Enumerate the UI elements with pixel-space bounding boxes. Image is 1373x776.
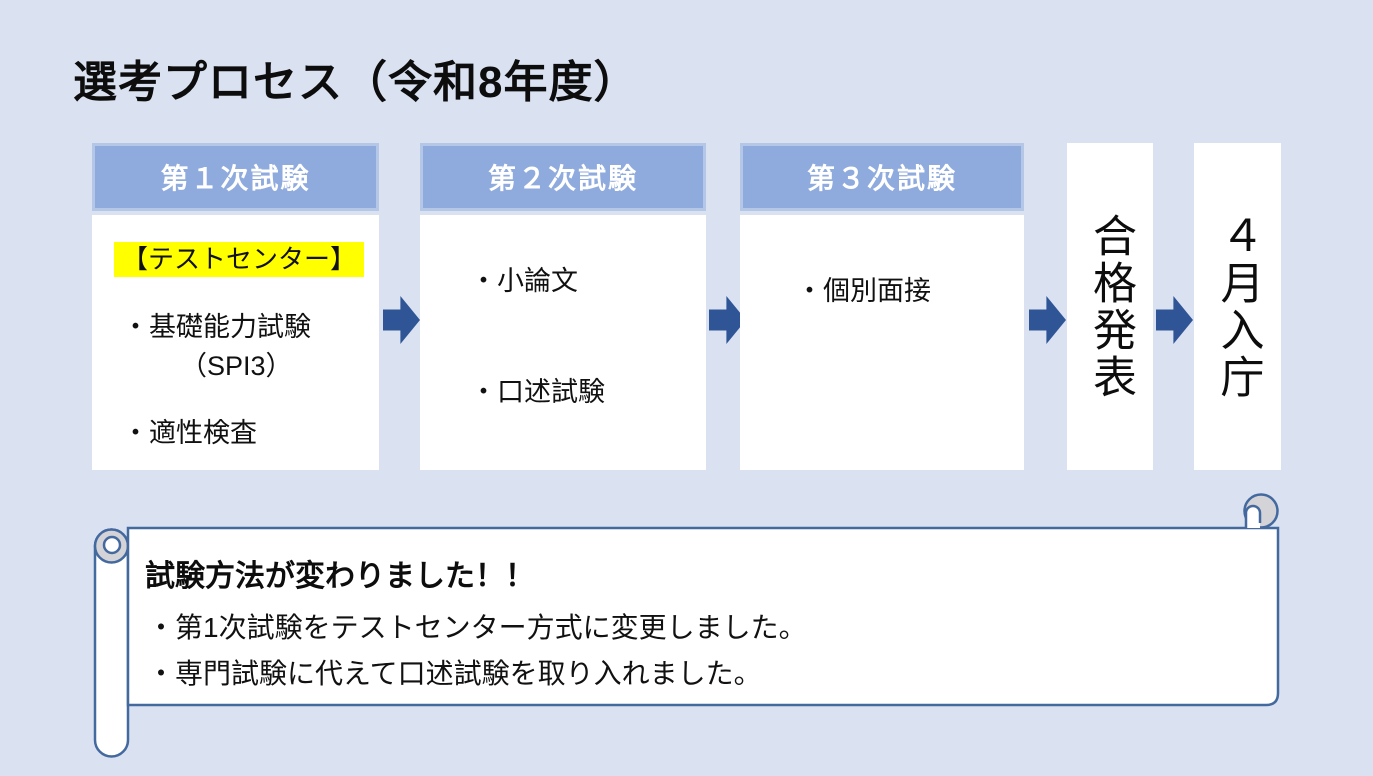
note-title: 試験方法が変わりました！！ [145,560,535,593]
stage-item: 【テストセンター】 [114,239,365,277]
terminal-label: ４月入庁 [1213,212,1263,401]
terminal-box-april-entry: ４月入庁 [1194,143,1281,470]
note-bullet: ・専門試験に代えて口述試験を取り入れました。 [147,658,762,689]
page-title: 選考プロセス（令和8年度） [73,58,639,107]
stage-header-first-exam: 第１次試験 [92,143,379,211]
highlighted-label-test-center: 【テストセンター】 [114,242,365,277]
stage-body-second-exam: ・小論文 ・口述試験 [420,215,706,470]
stage-item: ・小論文 [470,266,578,296]
stage-item: （SPI3） [180,351,293,381]
stage-body-first-exam: 【テストセンター】 ・基礎能力試験 （SPI3） ・適性検査 [92,215,379,470]
scroll-panel [126,526,1280,707]
stage-box-third-exam: 第３次試験 ・個別面接 [740,143,1024,470]
stage-body-third-exam: ・個別面接 [740,215,1024,470]
stage-item: ・適性検査 [122,418,257,448]
stage-item: ・個別面接 [796,276,931,306]
stage-header-second-exam: 第２次試験 [420,143,706,211]
scroll-banner-shape [93,493,1280,758]
terminal-label: 合格発表 [1086,212,1135,401]
right-arrow-icon [1156,296,1193,344]
note-bullet: ・第1次試験をテストセンター方式に変更しました。 [147,612,807,643]
terminal-box-pass-announcement: 合格発表 [1067,143,1153,470]
right-arrow-icon [383,296,420,344]
stage-box-second-exam: 第２次試験 ・小論文 ・口述試験 [420,143,706,470]
stage-header-third-exam: 第３次試験 [740,143,1024,211]
stage-item: ・基礎能力試験 [122,312,311,342]
right-arrow-icon [1029,296,1066,344]
stage-item: ・口述試験 [470,377,605,407]
stage-box-first-exam: 第１次試験 【テストセンター】 ・基礎能力試験 （SPI3） ・適性検査 [92,143,379,470]
